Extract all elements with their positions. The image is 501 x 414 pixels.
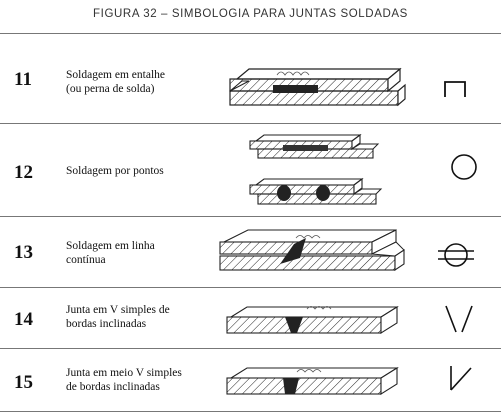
row-description: Soldagem em linha contínua (66, 240, 155, 266)
weld-row-14: 14 Junta em V simples de bordas inclinad… (0, 287, 501, 348)
figure-caption: FIGURA 32 – SIMBOLOGIA PARA JUNTAS SOLDA… (93, 8, 408, 20)
row-number: 11 (14, 69, 32, 90)
divider (0, 33, 501, 34)
divider (0, 216, 501, 217)
row-number: 12 (14, 162, 33, 183)
bevel-groove-drawing (226, 367, 399, 395)
spot-weld-drawing-top (249, 133, 380, 159)
row-number: 15 (14, 372, 33, 393)
divider (0, 348, 501, 349)
divider (0, 411, 501, 412)
weld-row-13: 13 Soldagem em linha contínua (0, 216, 501, 287)
divider (0, 123, 501, 124)
v-groove-drawing (226, 306, 399, 334)
row-description: Junta em meio V simples de bordas inclin… (66, 367, 182, 393)
v-groove-icon (445, 305, 473, 333)
spot-weld-drawing-bottom (249, 177, 383, 205)
weld-row-12: 12 Soldagem por pontos (0, 123, 501, 216)
bevel-groove-icon (450, 366, 472, 391)
row-description: Junta em V simples de bordas inclinadas (66, 304, 170, 330)
fillet-weld-drawing (229, 67, 406, 107)
circle-with-lines-icon (438, 243, 474, 267)
circle-icon (451, 154, 477, 180)
row-description: Soldagem por pontos (66, 165, 164, 177)
row-number: 13 (14, 242, 33, 263)
row-number: 14 (14, 309, 33, 330)
row-description: Soldagem em entalhe (ou perna de solda) (66, 69, 165, 95)
bracket-icon (444, 81, 466, 97)
continuous-weld-drawing (219, 229, 405, 272)
weld-row-15: 15 Junta em meio V simples de bordas inc… (0, 348, 501, 411)
divider (0, 287, 501, 288)
weld-row-11: 11 Soldagem em entalhe (ou perna de sold… (0, 33, 501, 123)
